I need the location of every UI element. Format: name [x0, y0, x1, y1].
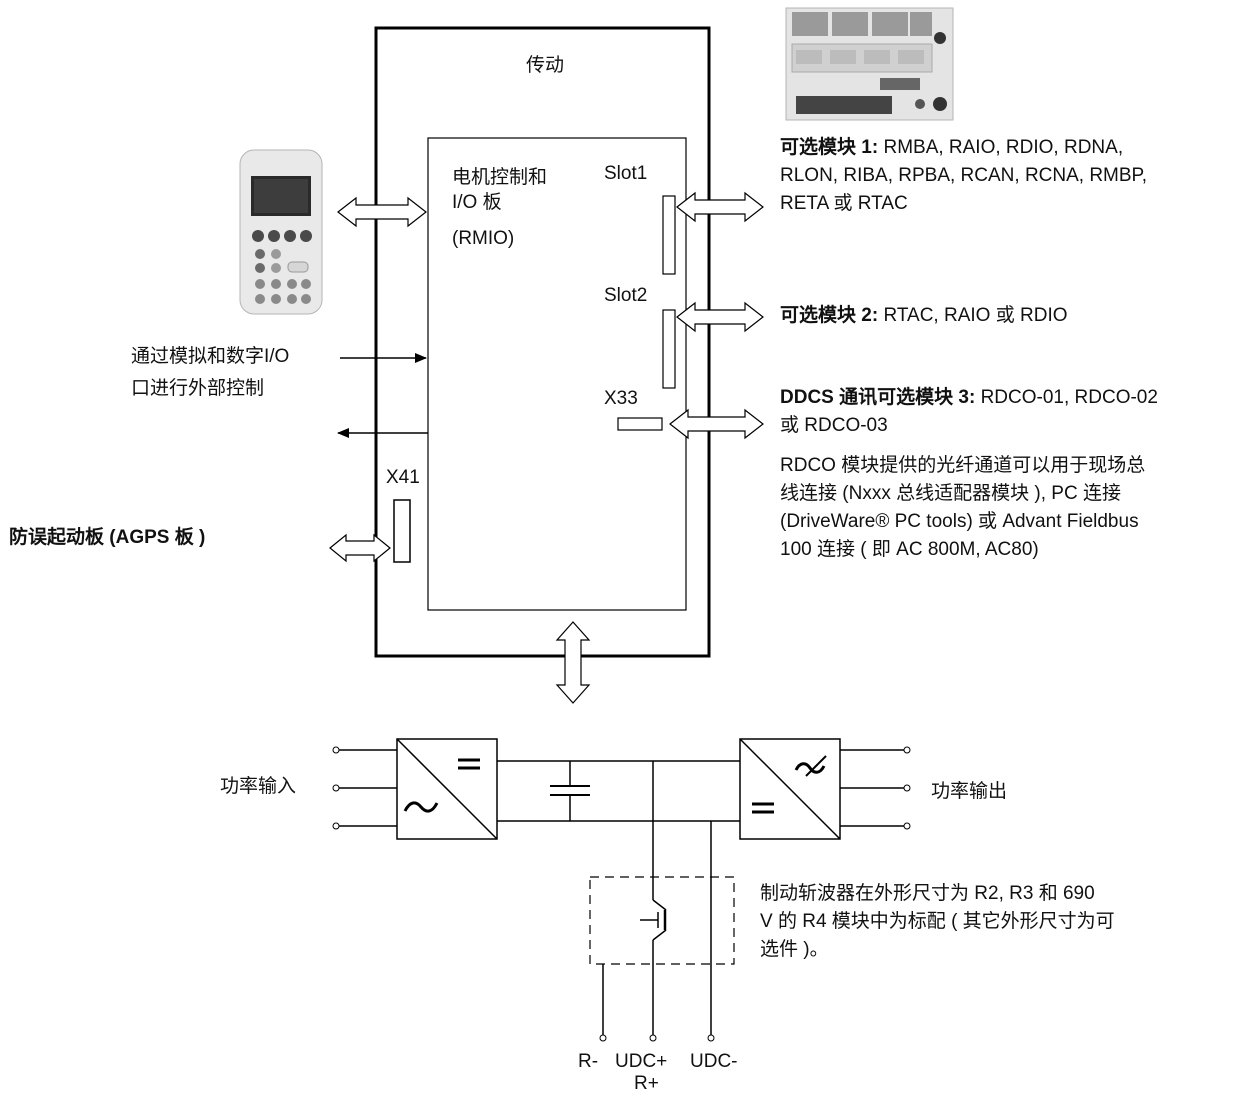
x33-double-arrow — [669, 408, 764, 440]
input-terminal-3 — [332, 822, 340, 830]
slot2-connector — [662, 309, 676, 389]
drive-box — [374, 26, 711, 658]
terminal-r-minus — [599, 1034, 607, 1042]
terminal-label-r-plus: R+ — [634, 1073, 659, 1094]
option3-line2: 或 RDCO-03 — [780, 415, 888, 436]
x33-label: X33 — [604, 388, 638, 409]
option2-title: 可选模块 2: — [780, 305, 879, 326]
external-control-line2: 口进行外部控制 — [131, 378, 265, 399]
chopper-note-line3: 选件 )。 — [760, 939, 829, 960]
option2-list: RTAC, RAIO 或 RDIO — [878, 305, 1068, 326]
rdco-desc-line3: (DriveWare® PC tools) 或 Advant Fieldbus — [780, 511, 1139, 532]
external-control-line1: 通过模拟和数字I/O — [131, 346, 290, 367]
option2-line: 可选模块 2: RTAC, RAIO 或 RDIO — [780, 304, 1068, 328]
option1-list-a: RMBA, RAIO, RDIO, RDNA, — [878, 137, 1124, 158]
output-terminal-1 — [903, 746, 911, 754]
rdco-desc-line1: RDCO 模块提供的光纤通道可以用于现场总 — [780, 455, 1146, 476]
output-terminal-3 — [903, 822, 911, 830]
slot1-connector — [662, 195, 676, 275]
option3-list-a: RDCO-01, RDCO-02 — [975, 387, 1158, 408]
slot2-label: Slot2 — [604, 285, 648, 306]
option3-line1: DDCS 通讯可选模块 3: RDCO-01, RDCO-02 — [780, 386, 1158, 410]
x41-connector — [393, 499, 411, 563]
option1-line1: 可选模块 1: RMBA, RAIO, RDIO, RDNA, — [780, 136, 1123, 160]
agps-label: 防误起动板 (AGPS 板 ) — [9, 527, 206, 548]
panel-double-arrow — [337, 196, 427, 228]
terminal-udc-minus — [707, 1034, 715, 1042]
board-label-line1: 电机控制和 — [452, 167, 548, 188]
option1-line2: RLON, RIBA, RPBA, RCAN, RCNA, RMBP, — [780, 165, 1148, 186]
power-section — [332, 738, 911, 1042]
rdco-desc-line2: 线连接 (Nxxx 总线适配器模块 ), PC 连接 — [780, 483, 1121, 504]
input-terminal-1 — [332, 746, 340, 754]
terminal-udc-plus — [649, 1034, 657, 1042]
control-panel-image — [239, 149, 323, 315]
rdco-desc-line4: 100 连接 ( 即 AC 800M, AC80) — [780, 539, 1039, 560]
x41-label: X41 — [386, 467, 420, 488]
slot2-double-arrow — [676, 301, 764, 333]
option-module-image — [785, 7, 954, 121]
option3-title: DDCS 通讯可选模块 3: — [780, 387, 976, 408]
option1-line3: RETA 或 RTAC — [780, 193, 908, 214]
terminal-label-r-minus: R- — [578, 1051, 599, 1072]
power-section-double-arrow — [555, 621, 591, 704]
rmio-board-box — [427, 137, 687, 611]
brake-chopper-box — [589, 876, 735, 965]
slot1-label: Slot1 — [604, 163, 648, 184]
x33-connector — [617, 417, 663, 431]
terminal-label-udc-plus: UDC+ — [615, 1051, 668, 1072]
option1-title: 可选模块 1: — [780, 137, 879, 158]
chopper-note-line1: 制动斩波器在外形尺寸为 R2, R3 和 690 — [760, 883, 1095, 904]
slot1-double-arrow — [676, 191, 764, 223]
output-terminal-2 — [903, 784, 911, 792]
agps-double-arrow — [329, 533, 391, 563]
input-terminal-2 — [332, 784, 340, 792]
terminal-label-udc-minus: UDC- — [690, 1051, 738, 1072]
power-output-label: 功率输出 — [931, 781, 1008, 802]
drive-title: 传动 — [526, 55, 565, 76]
chopper-note-line2: V 的 R4 模块中为标配 ( 其它外形尺寸为可 — [760, 911, 1115, 932]
board-label-line3: (RMIO) — [452, 228, 515, 249]
board-label-line2: I/O 板 — [452, 192, 502, 213]
power-input-label: 功率输入 — [220, 776, 297, 797]
